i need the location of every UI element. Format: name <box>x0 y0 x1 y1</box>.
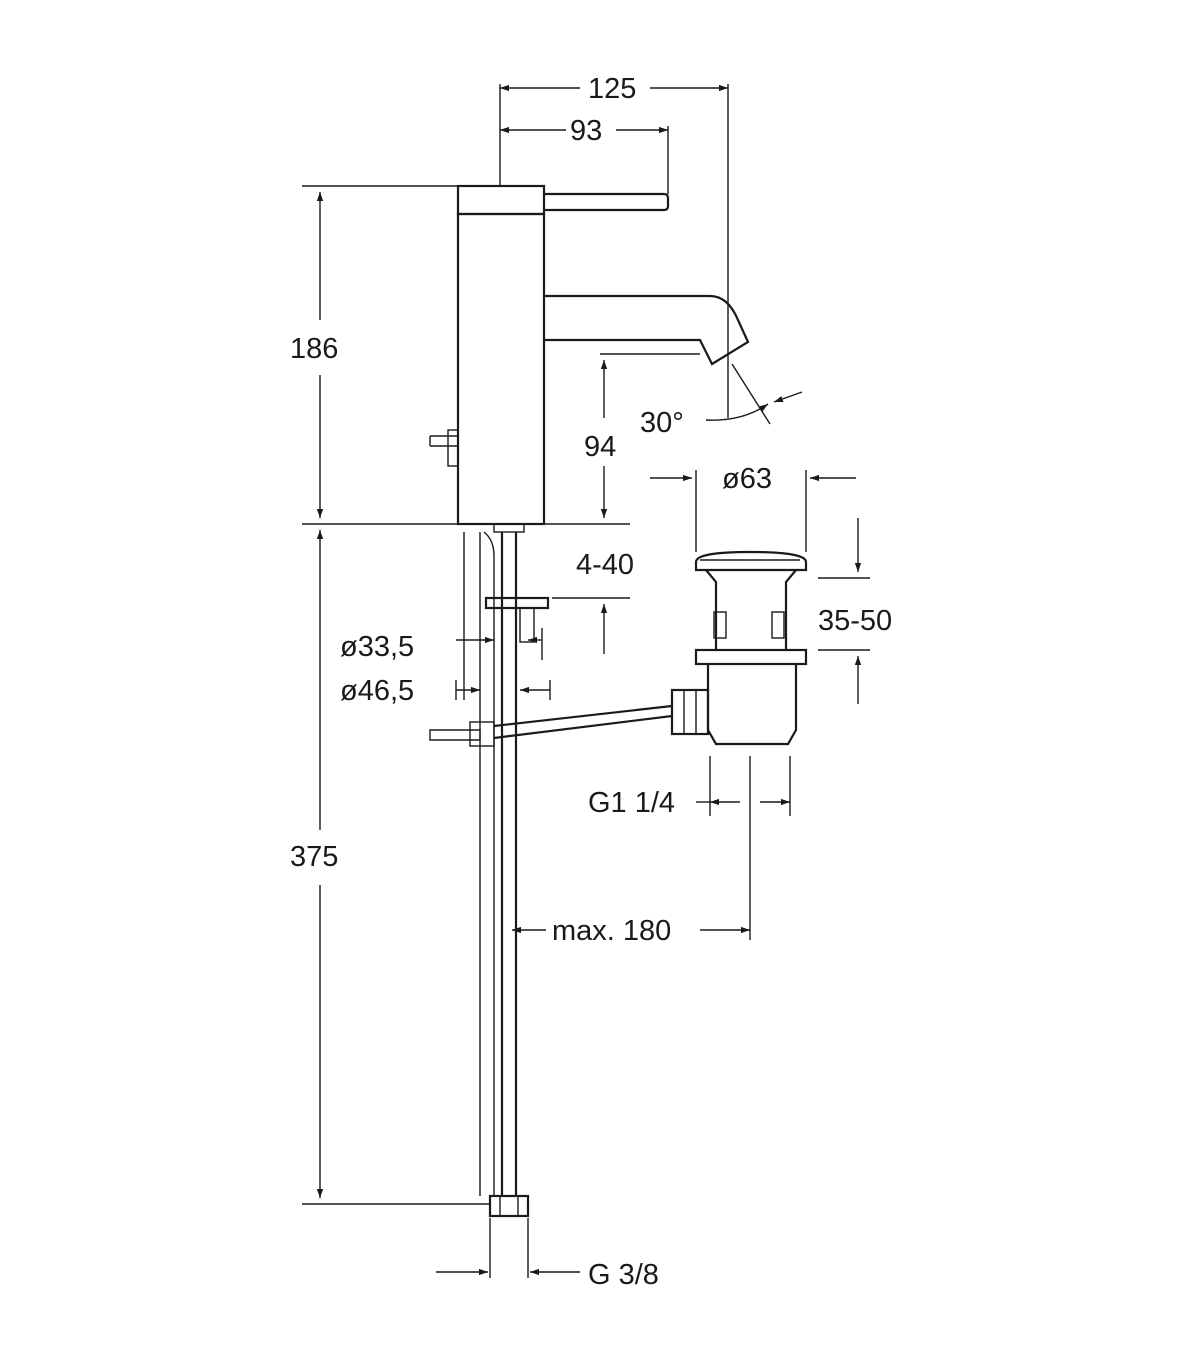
label-length-375: 375 <box>290 841 338 873</box>
label-lever-reach: 93 <box>570 115 602 147</box>
dimension-lines <box>302 84 870 1278</box>
mounting-shank <box>429 523 673 1218</box>
faucet-body <box>429 184 750 526</box>
label-deck-thickness: 4-40 <box>576 549 634 581</box>
dimension-labels: 125 93 186 94 30° ø63 4-40 35-50 ø33,5 ø… <box>290 73 892 1291</box>
label-waste-diameter: ø63 <box>722 463 772 495</box>
label-max-180: max. 180 <box>552 915 671 947</box>
label-overall-width: 125 <box>588 73 636 105</box>
label-drain-thickness: 35-50 <box>818 605 892 637</box>
label-connection-thread: G 3/8 <box>588 1259 659 1291</box>
label-angle-30: 30° <box>640 407 684 439</box>
label-clearance-94: 94 <box>584 431 616 463</box>
pop-up-waste <box>670 550 808 746</box>
label-hole-46-5: ø46,5 <box>340 675 414 707</box>
label-hole-33-5: ø33,5 <box>340 631 414 663</box>
label-height-186: 186 <box>290 333 338 365</box>
label-waste-thread: G1 1/4 <box>588 787 675 819</box>
